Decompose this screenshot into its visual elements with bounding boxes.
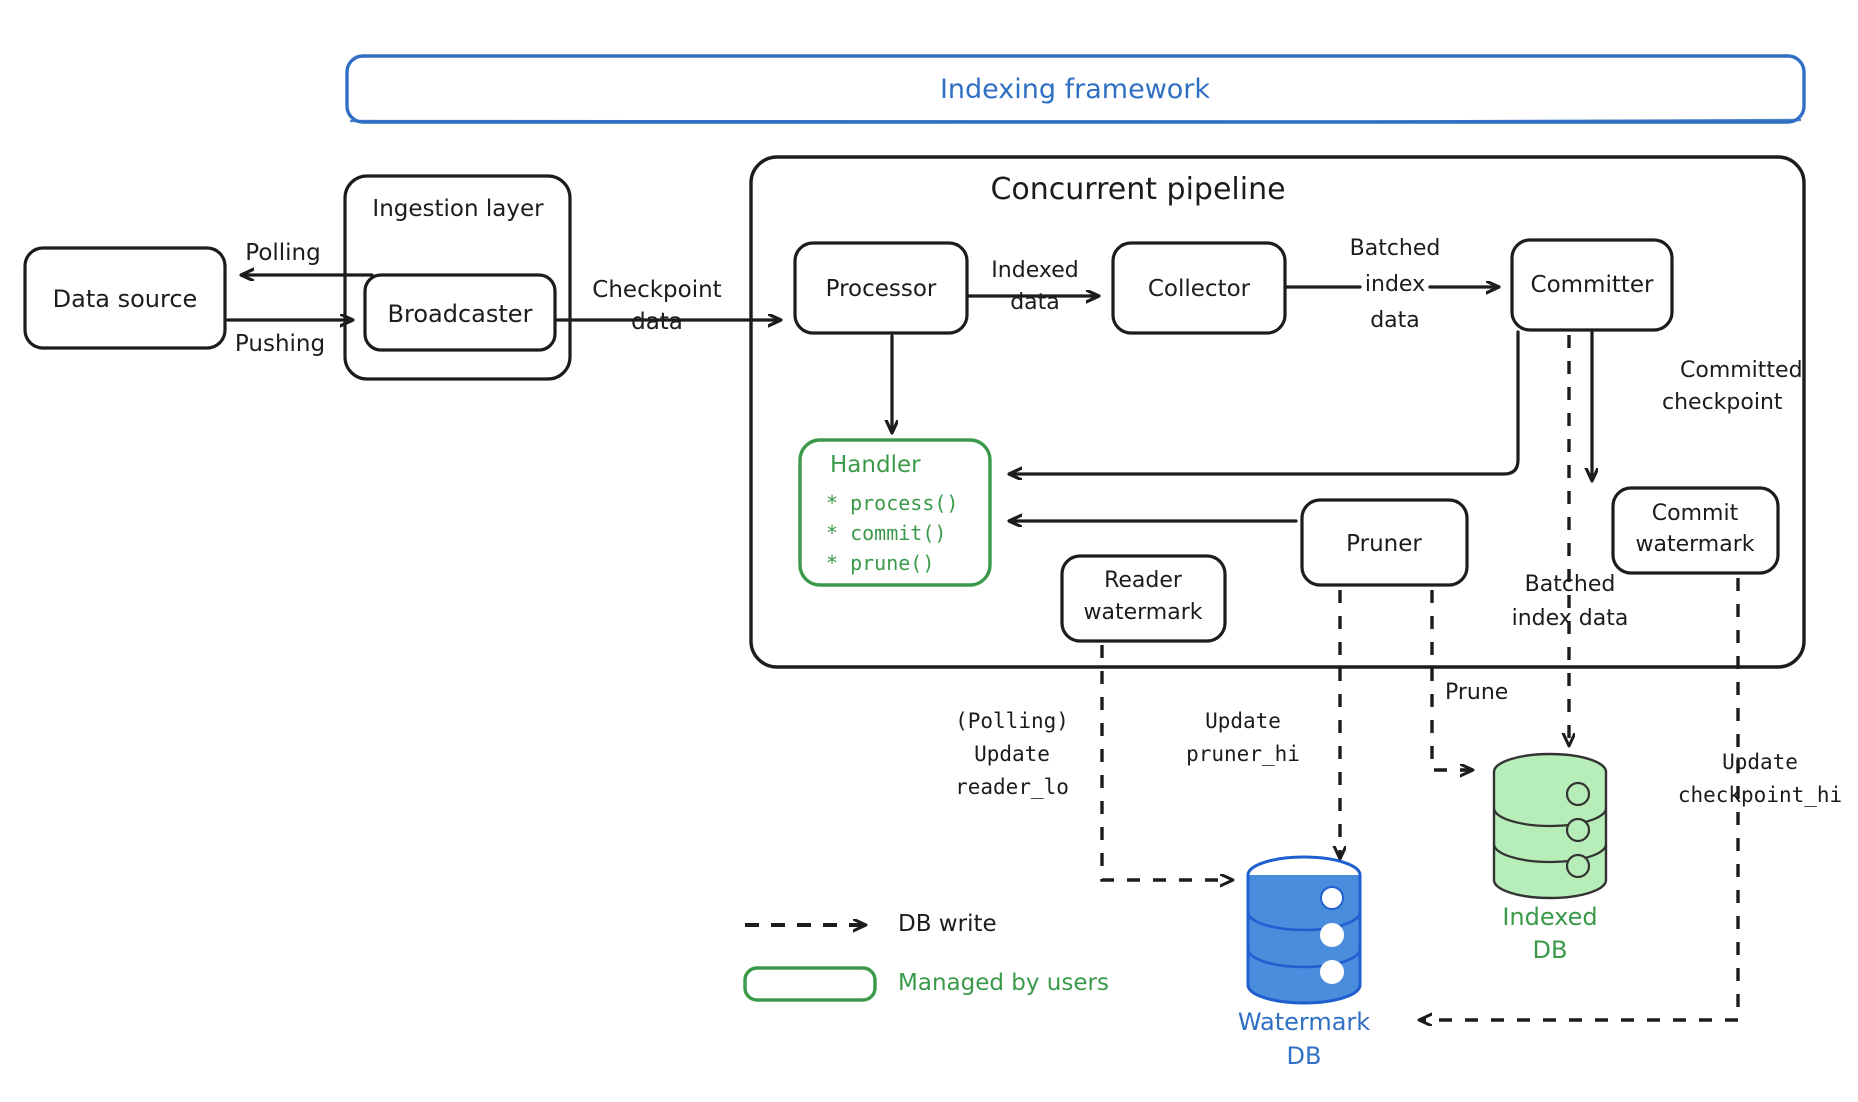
edge-label-update-reader-line1: Update	[974, 742, 1050, 766]
ingestion-layer-container	[343, 174, 572, 381]
concurrent-pipeline-container	[749, 155, 1806, 669]
node-pruner[interactable]: Pruner	[1346, 531, 1422, 557]
indexed-db-icon	[1492, 752, 1608, 900]
node-commit-watermark-line1[interactable]: Commit	[1651, 501, 1739, 526]
edge-label-batched-index-data-line1: Batched	[1349, 236, 1441, 261]
ingestion-layer-title: Ingestion layer	[372, 196, 544, 222]
legend-managed-by-users-label: Managed by users	[898, 970, 1109, 996]
node-processor[interactable]: Processor	[825, 276, 937, 302]
node-reader-watermark-line1[interactable]: Reader	[1104, 568, 1182, 593]
edge-label-update-checkpoint-line1: Update	[1722, 750, 1798, 774]
node-shapes	[23, 238, 1780, 643]
edge-label-indexed-data-line1: Indexed	[991, 258, 1079, 283]
edge-label-update-checkpoint-line2: checkpoint_hi	[1677, 783, 1843, 807]
watermark-db-label-line2: DB	[1286, 1042, 1322, 1070]
edge-label-checkpoint-data-line2: data	[631, 309, 683, 335]
node-reader-watermark-line2[interactable]: watermark	[1083, 600, 1203, 625]
framework-title: Indexing framework	[939, 74, 1211, 105]
node-broadcaster[interactable]: Broadcaster	[387, 300, 533, 328]
edge-label-committed-checkpoint-line2: checkpoint	[1662, 390, 1783, 415]
edge-label-polling: Polling	[245, 240, 321, 266]
watermark-db-label-line1: Watermark	[1237, 1008, 1371, 1036]
pipeline-title: Concurrent pipeline	[990, 172, 1286, 207]
indexed-db-label-line2: DB	[1532, 936, 1568, 964]
handler-method-process: * process()	[826, 491, 959, 515]
node-data-source[interactable]: Data source	[52, 285, 198, 313]
node-collector[interactable]: Collector	[1147, 276, 1251, 302]
handler-method-commit: * commit()	[826, 521, 947, 545]
handler-title: Handler	[830, 452, 921, 478]
solid-edges	[226, 275, 1592, 521]
edge-label-polling-paren: (Polling)	[955, 709, 1069, 733]
framework-container	[345, 54, 1806, 124]
edge-label-prune: Prune	[1445, 680, 1509, 705]
edge-label-committed-checkpoint-line1: Committed	[1680, 358, 1803, 383]
edge-label-update-pruner-line2: pruner_hi	[1186, 742, 1300, 766]
edge-label-batched-index-data-b-line1: Batched	[1524, 572, 1616, 597]
node-committer[interactable]: Committer	[1530, 272, 1654, 298]
edge-label-indexed-data-line2: data	[1010, 290, 1060, 315]
node-commit-watermark-line2[interactable]: watermark	[1635, 532, 1755, 557]
watermark-db-icon	[1246, 855, 1362, 1005]
edge-label-batched-index-data-b-line2: index data	[1511, 606, 1629, 631]
edge-label-batched-index-data-line3: data	[1370, 308, 1420, 333]
edge-label-checkpoint-data-line1: Checkpoint	[592, 277, 722, 303]
edge-label-batched-index-data-line2: index	[1364, 272, 1426, 297]
legend-marks	[743, 925, 877, 1002]
edge-label-update-reader-line2: reader_lo	[955, 775, 1069, 799]
legend-db-write-label: DB write	[898, 911, 997, 937]
edge-label-pushing: Pushing	[234, 331, 326, 357]
handler-method-prune: * prune()	[826, 551, 935, 575]
indexed-db-label-line1: Indexed	[1502, 903, 1598, 931]
dashed-db-write-edges	[1100, 335, 1740, 1020]
edge-label-update-pruner-line1: Update	[1205, 709, 1281, 733]
